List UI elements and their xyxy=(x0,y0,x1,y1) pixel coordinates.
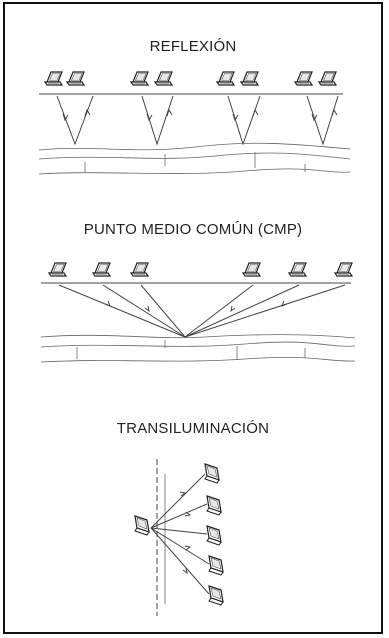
transmitter-antenna xyxy=(134,515,150,536)
receiver-4 xyxy=(208,555,224,576)
diagram-drawing xyxy=(38,71,356,616)
reflector-layer-3 xyxy=(40,356,356,363)
transiluminacion-title: TRANSILUMINACIÓN xyxy=(116,420,270,437)
reflector-layer-2 xyxy=(40,341,356,348)
receiver-3 xyxy=(206,525,222,546)
antenna-pair-4 xyxy=(294,71,337,86)
ray-path-3 xyxy=(227,95,261,146)
reflector-layer-3 xyxy=(38,168,351,175)
cmp-rays xyxy=(58,284,346,338)
cmp-section xyxy=(40,262,356,363)
cmp-title: PUNTO MEDIO COMÚN (CMP) xyxy=(83,221,303,238)
reflector-layer-1 xyxy=(38,142,351,151)
reflector-layer-1 xyxy=(40,334,356,339)
antenna-left-3 xyxy=(130,262,149,277)
reflector-layer-2 xyxy=(38,152,351,160)
antenna-pair-2 xyxy=(130,71,173,86)
transillumination-section xyxy=(134,459,224,616)
antenna-pair-1 xyxy=(44,71,85,86)
transillumination-rays xyxy=(150,473,210,595)
reflection-section xyxy=(38,71,351,175)
antenna-right-2 xyxy=(288,262,307,277)
ray-path-1 xyxy=(56,95,94,146)
antenna-right-1 xyxy=(242,262,261,277)
receiver-5 xyxy=(208,585,224,606)
antenna-right-3 xyxy=(334,262,353,277)
antenna-pair-3 xyxy=(216,71,259,86)
receiver-2 xyxy=(206,495,222,516)
diagram-frame: REFLEXIÓN PUNTO MEDIO COMÚN (CMP) TRANSI… xyxy=(3,2,383,634)
antenna-left-1 xyxy=(48,262,67,277)
receiver-1 xyxy=(204,463,220,484)
antenna-left-2 xyxy=(92,262,111,277)
ray-path-2 xyxy=(141,95,174,146)
reflexion-title: REFLEXIÓN xyxy=(149,38,237,55)
ray-path-4 xyxy=(306,95,339,146)
